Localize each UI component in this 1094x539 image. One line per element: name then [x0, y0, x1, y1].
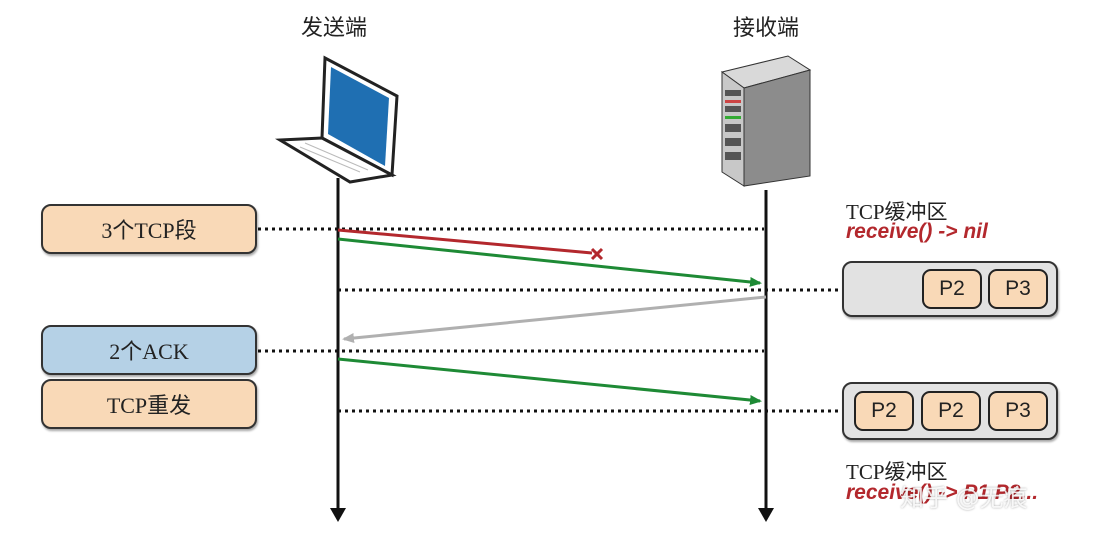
- server-icon: [720, 55, 812, 187]
- packet: P3: [988, 269, 1048, 309]
- ack-arrow: [342, 295, 767, 343]
- segments-pill: 3个TCP段: [41, 204, 257, 254]
- retransmit-pill: TCP重发: [41, 379, 257, 429]
- packet: P3: [988, 391, 1048, 431]
- buffer-bottom-title: TCP缓冲区: [846, 460, 948, 484]
- receiver-label: 接收端: [733, 16, 800, 41]
- buffer-top-code: receive() -> nil: [846, 220, 988, 243]
- delivered-segment-arrow: [337, 237, 762, 287]
- laptop-icon: [274, 55, 399, 184]
- buffer-bottom-code: receive() -> P1 P2...: [846, 481, 1039, 504]
- lost-x-icon: [590, 247, 604, 261]
- buffer-top-title: TCP缓冲区: [846, 200, 948, 224]
- packet: P2: [854, 391, 914, 431]
- sender-label: 发送端: [301, 16, 368, 41]
- packet: P2: [921, 391, 981, 431]
- buffer-top: P2 P3: [842, 261, 1058, 317]
- acks-pill: 2个ACK: [41, 325, 257, 375]
- packet: P2: [922, 269, 982, 309]
- retransmit-arrow: [337, 357, 762, 405]
- watermark: 知乎 @无痕: [900, 484, 1028, 512]
- buffer-bottom: P2 P2 P3: [842, 382, 1058, 440]
- lost-segment-arrow: [337, 228, 593, 255]
